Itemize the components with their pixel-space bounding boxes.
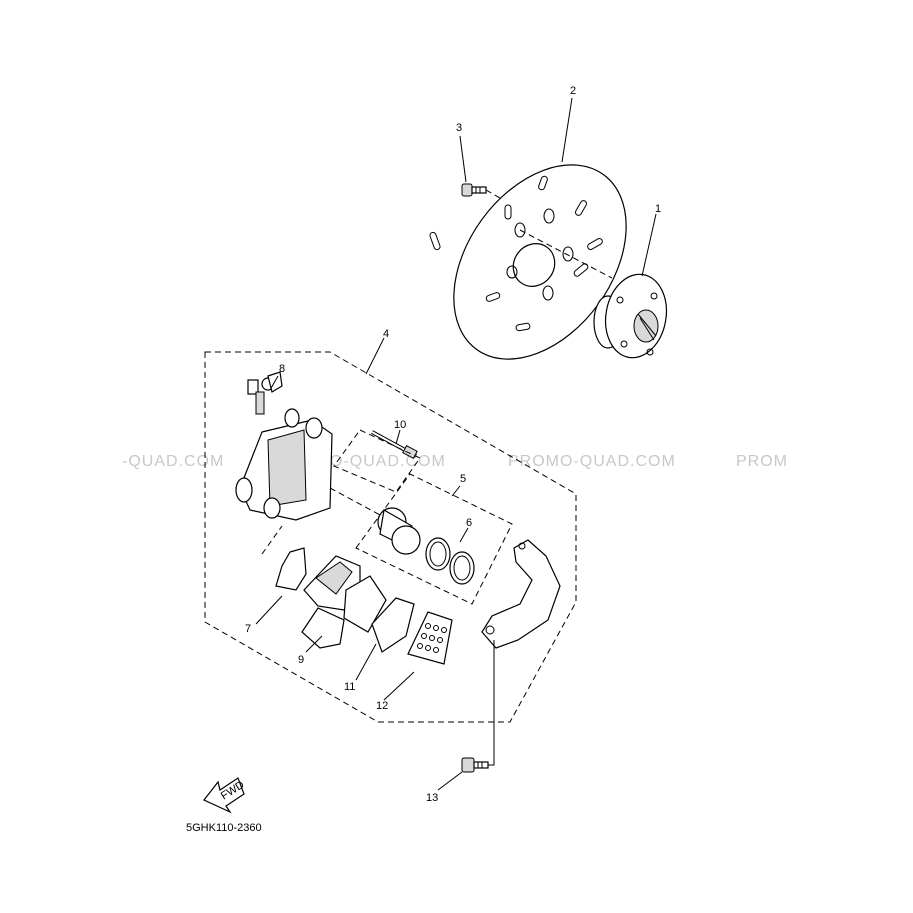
callout-12: 12 xyxy=(376,700,388,712)
callout-9: 9 xyxy=(298,654,304,666)
callout-6: 6 xyxy=(466,517,472,529)
callout-7: 7 xyxy=(245,623,251,635)
caliper-piston xyxy=(377,507,421,555)
callout-4: 4 xyxy=(383,328,389,340)
callout-numbers: 1 2 3 4 5 6 7 8 9 10 11 12 13 xyxy=(245,85,661,804)
callout-11: 11 xyxy=(344,681,355,693)
forward-arrow-icon: FWD xyxy=(203,777,247,814)
pad-pin xyxy=(371,430,418,460)
disc-bolt xyxy=(461,183,487,197)
piston-seal-kit xyxy=(425,537,475,585)
brake-disc xyxy=(429,164,627,360)
callout-13: 13 xyxy=(426,792,438,804)
watermark-segment-4: PROM xyxy=(736,453,788,470)
callout-3: 3 xyxy=(456,122,462,134)
callout-10: 10 xyxy=(394,419,406,431)
pad-insulator xyxy=(371,597,415,653)
brake-caliper xyxy=(235,408,383,555)
callout-2: 2 xyxy=(570,85,576,97)
watermark-segment-3: PROMO-QUAD.COM xyxy=(508,453,676,470)
callout-8: 8 xyxy=(279,363,285,375)
pad-spring xyxy=(275,547,307,591)
watermark: -QUAD.COM PROMO-QUAD.COM PROMO-QUAD.COM … xyxy=(122,453,788,470)
watermark-segment-1: -QUAD.COM xyxy=(122,453,224,470)
caliper-bracket xyxy=(481,539,561,649)
pad-backing-plate xyxy=(343,575,387,633)
bracket-bolt xyxy=(461,757,489,773)
brake-pad xyxy=(407,611,453,665)
callout-5: 5 xyxy=(460,473,466,485)
leader-lines xyxy=(255,97,657,791)
callout-1: 1 xyxy=(655,203,661,215)
diagram-code: 5GHK110-2360 xyxy=(186,822,262,834)
wheel-hub xyxy=(593,273,668,359)
